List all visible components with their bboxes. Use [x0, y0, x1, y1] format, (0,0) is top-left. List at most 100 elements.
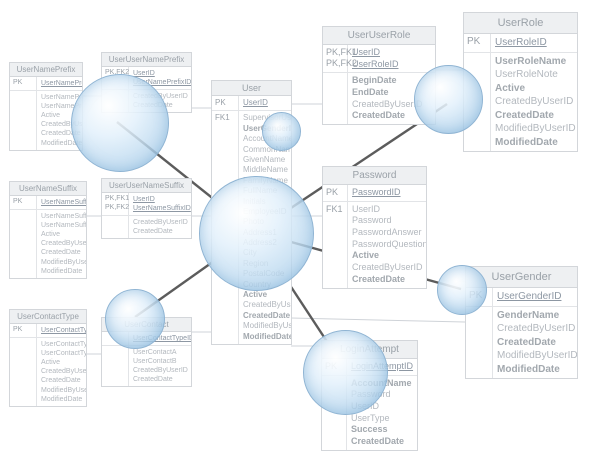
column-list: UserRoleID: [491, 34, 577, 52]
column-name: Active: [243, 290, 268, 300]
column-name: UserNamePrefixID: [41, 80, 82, 87]
column-name: BeginDate: [352, 75, 397, 86]
entity-user-name-prefix[interactable]: UserNamePrefixPKUserNamePrefixIDUserName…: [9, 62, 83, 151]
column-name: CreatedByUserID: [133, 367, 188, 375]
column-name: UserRoleID: [352, 58, 399, 69]
key-label: [10, 210, 37, 278]
column-list: UserID UserNameSuffixID: [129, 193, 191, 215]
column-name: ModifiedByUserID: [495, 123, 576, 134]
column-name: CommonName: [243, 144, 291, 154]
column-list: UserContactTypeNameUserContactTypeNoteAc…: [37, 338, 86, 406]
column-name: UserContactA: [133, 349, 177, 357]
entity-user-gender[interactable]: UserGenderPKUserGenderIDGenderNameCreate…: [465, 266, 578, 379]
column-name: CreatedDate: [41, 377, 81, 385]
key-label: [10, 338, 37, 406]
column-name: GenderName: [497, 309, 560, 321]
column-name: ModifiedDate: [41, 267, 83, 275]
bubble-small-top: [262, 112, 301, 151]
column-name: CreatedByUserID: [497, 323, 576, 334]
column-name: UserID: [243, 98, 268, 107]
key-label: PK,FK1 PK,FK2: [323, 45, 357, 73]
key-label: [323, 73, 348, 125]
key-label: [102, 346, 129, 387]
column-name: ModifiedByUserID: [497, 350, 577, 361]
column-name: Active: [495, 82, 526, 94]
column-list: PasswordID: [348, 185, 426, 201]
column-name: ModifiedDate: [243, 331, 291, 341]
column-name: UserType: [351, 412, 390, 423]
column-list: UserGenderID: [493, 288, 577, 306]
column-name: GivenName: [243, 154, 286, 164]
column-list: UserID: [239, 96, 291, 110]
column-name: CreatedByUserID: [41, 368, 86, 376]
key-label: [466, 306, 493, 378]
entity-row: UserNamePrefixUserNamePrefixNoteActiveCr…: [10, 91, 82, 150]
column-name: CreatedDate: [351, 436, 405, 447]
column-name: MiddleName: [243, 165, 288, 175]
key-label: PK: [10, 77, 37, 91]
column-name: Active: [41, 112, 61, 120]
column-name: Success: [351, 424, 388, 435]
column-name: CreatedDate: [495, 109, 554, 121]
key-label: PK: [10, 324, 37, 338]
column-name: UserNameSuffixNote: [41, 222, 86, 230]
entity-title: UserUserNameSuffix: [102, 179, 191, 193]
column-name: CreatedDate: [133, 228, 173, 236]
bubble-bottom-right: [303, 330, 388, 415]
entity-title: UserNamePrefix: [10, 63, 82, 77]
column-name: UserID: [133, 70, 155, 77]
entity-title: UserContactType: [10, 310, 86, 324]
column-name: UserNameSuffix: [41, 213, 86, 221]
column-name: UserNamePrefix: [41, 94, 82, 102]
column-name: UserNameSuffixID: [133, 205, 191, 213]
column-name: ModifiedDate: [41, 395, 83, 403]
entity-title: UserNameSuffix: [10, 182, 86, 196]
column-name: CreatedByUserID: [41, 240, 86, 248]
column-name: Password: [352, 215, 392, 226]
column-name: UserContactB: [133, 358, 177, 366]
column-name: UserContactTypeID: [133, 335, 191, 342]
entity-title: UserGender: [466, 267, 577, 288]
column-name: CreatedDate: [352, 110, 406, 121]
column-list: UserNameSuffixID: [37, 196, 86, 209]
key-label: [102, 216, 129, 239]
column-name: CreatedByUserID: [243, 300, 291, 310]
column-name: CreatedByUserID: [352, 262, 423, 273]
column-name: UserContactTypeName: [41, 341, 86, 349]
column-name: ModifiedDate: [41, 139, 82, 147]
entity-row: PKUserContactTypeID: [10, 324, 86, 339]
column-name: UserID: [133, 196, 155, 203]
entity-title: User: [212, 81, 291, 96]
entity-row: PKUserNameSuffixID: [10, 196, 86, 211]
column-name: CreatedDate: [243, 310, 291, 320]
entity-user-name-suffix[interactable]: UserNameSuffixPKUserNameSuffixIDUserName…: [9, 181, 87, 279]
column-list: UserContactTypeID: [37, 324, 86, 337]
column-name: CreatedByUserID: [41, 121, 82, 129]
column-name: UserRoleID: [495, 37, 547, 48]
column-name: Active: [41, 231, 61, 239]
entity-row: UserNameSuffixUserNameSuffixNoteActiveCr…: [10, 210, 86, 278]
key-label: FK1: [323, 201, 348, 288]
column-name: UserRoleName: [495, 55, 567, 67]
key-label: PK: [10, 196, 37, 210]
key-label: PK: [323, 185, 348, 201]
entity-user-contact-type[interactable]: UserContactTypePKUserContactTypeIDUserCo…: [9, 309, 87, 407]
column-name: CreatedDate: [41, 130, 81, 138]
column-name: CreatedByUserID: [495, 96, 574, 107]
